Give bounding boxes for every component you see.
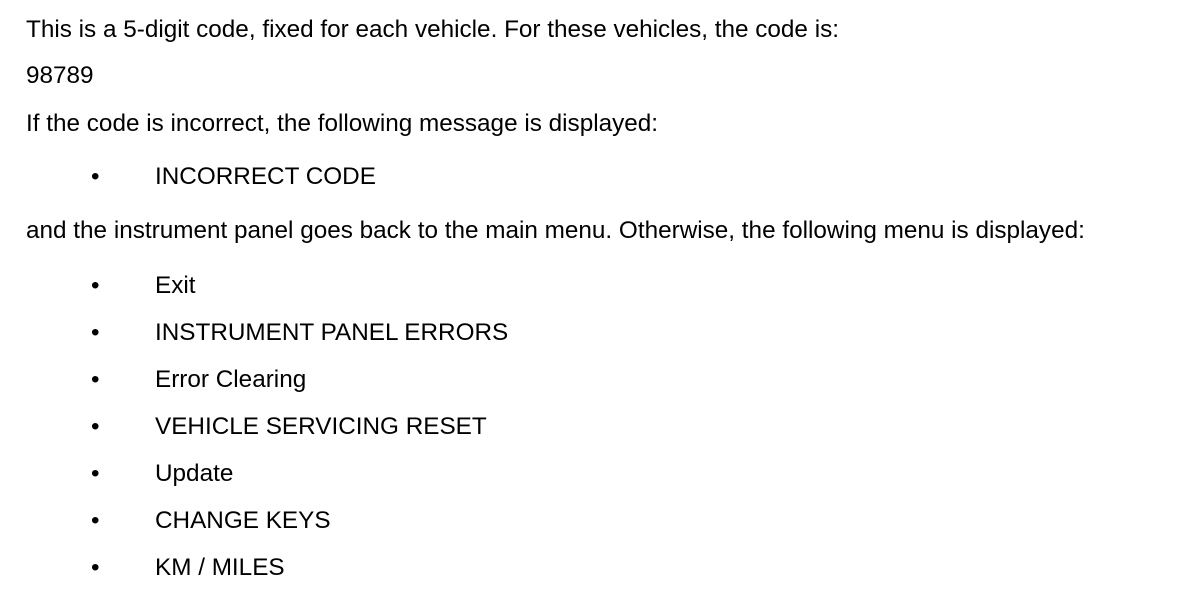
bullet-icon: •: [91, 460, 100, 487]
bullet-icon: •: [91, 507, 100, 534]
bullet-icon: •: [91, 272, 100, 299]
list-item: KM / MILES: [155, 554, 285, 581]
intro-paragraph: This is a 5-digit code, fixed for each v…: [26, 16, 839, 43]
bullet-icon: •: [91, 413, 100, 440]
list-item: VEHICLE SERVICING RESET: [155, 413, 487, 440]
list-item: Error Clearing: [155, 366, 307, 393]
incorrect-intro-paragraph: If the code is incorrect, the following …: [26, 110, 659, 137]
list-item: CHANGE KEYS: [155, 507, 331, 534]
list-item: INCORRECT CODE: [155, 163, 376, 190]
bullet-icon: •: [91, 366, 100, 393]
bullet-icon: •: [91, 163, 100, 190]
bullet-icon: •: [91, 554, 100, 581]
list-item: Exit: [155, 272, 196, 299]
after-message-paragraph: and the instrument panel goes back to th…: [26, 217, 1085, 244]
code-value: 98789: [26, 62, 94, 89]
list-item: Update: [155, 460, 234, 487]
bullet-icon: •: [91, 319, 100, 346]
list-item: INSTRUMENT PANEL ERRORS: [155, 319, 509, 346]
